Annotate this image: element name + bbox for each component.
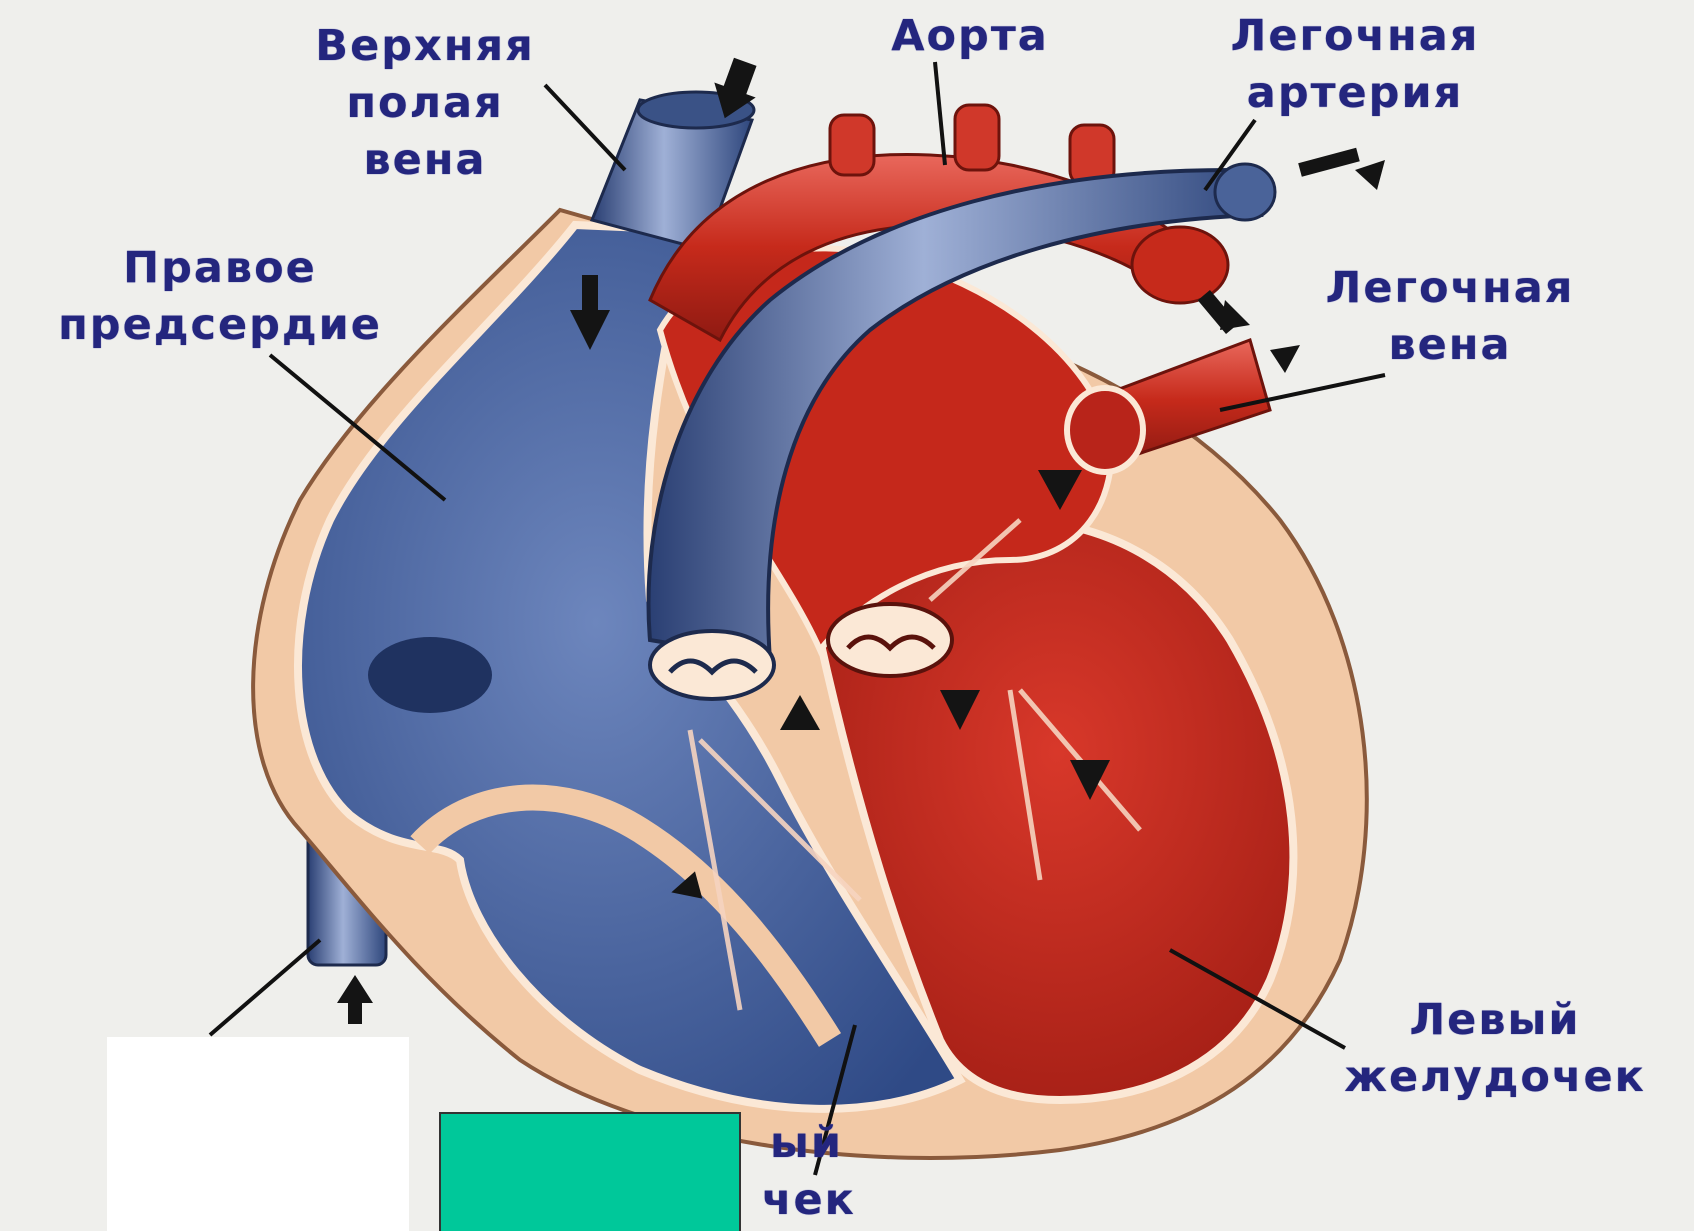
aortic-valve [828, 604, 952, 676]
answer-box[interactable] [439, 1112, 741, 1231]
label-superior-vena-cava: Верхняя полая вена [275, 18, 575, 189]
label-left-ventricle: Левый желудочек [1300, 992, 1690, 1106]
label-right-atrium: Правое предсердие [10, 240, 430, 354]
label-line: желудочек [1300, 1049, 1690, 1106]
label-line: ый [740, 1115, 890, 1172]
label-line: Верхняя [275, 18, 575, 75]
label-line: полая [275, 75, 575, 132]
label-line: Аорта [860, 8, 1080, 65]
label-line: Легочная [1280, 260, 1620, 317]
label-line: чек [740, 1172, 890, 1229]
label-line: вена [1280, 317, 1620, 374]
label-line: предсердие [10, 297, 430, 354]
label-pulmonary-vein: Легочная вена [1280, 260, 1620, 374]
label-line: Легочная [1185, 8, 1525, 65]
label-line: вена [275, 132, 575, 189]
label-line: артерия [1185, 65, 1525, 122]
label-line: Левый [1300, 992, 1690, 1049]
label-right-ventricle-partial: ый чек [740, 1115, 890, 1229]
blank-label-box[interactable] [107, 1037, 409, 1231]
label-aorta: Аорта [860, 8, 1080, 65]
label-pulmonary-artery: Легочная артерия [1185, 8, 1525, 122]
label-line: Правое [10, 240, 430, 297]
